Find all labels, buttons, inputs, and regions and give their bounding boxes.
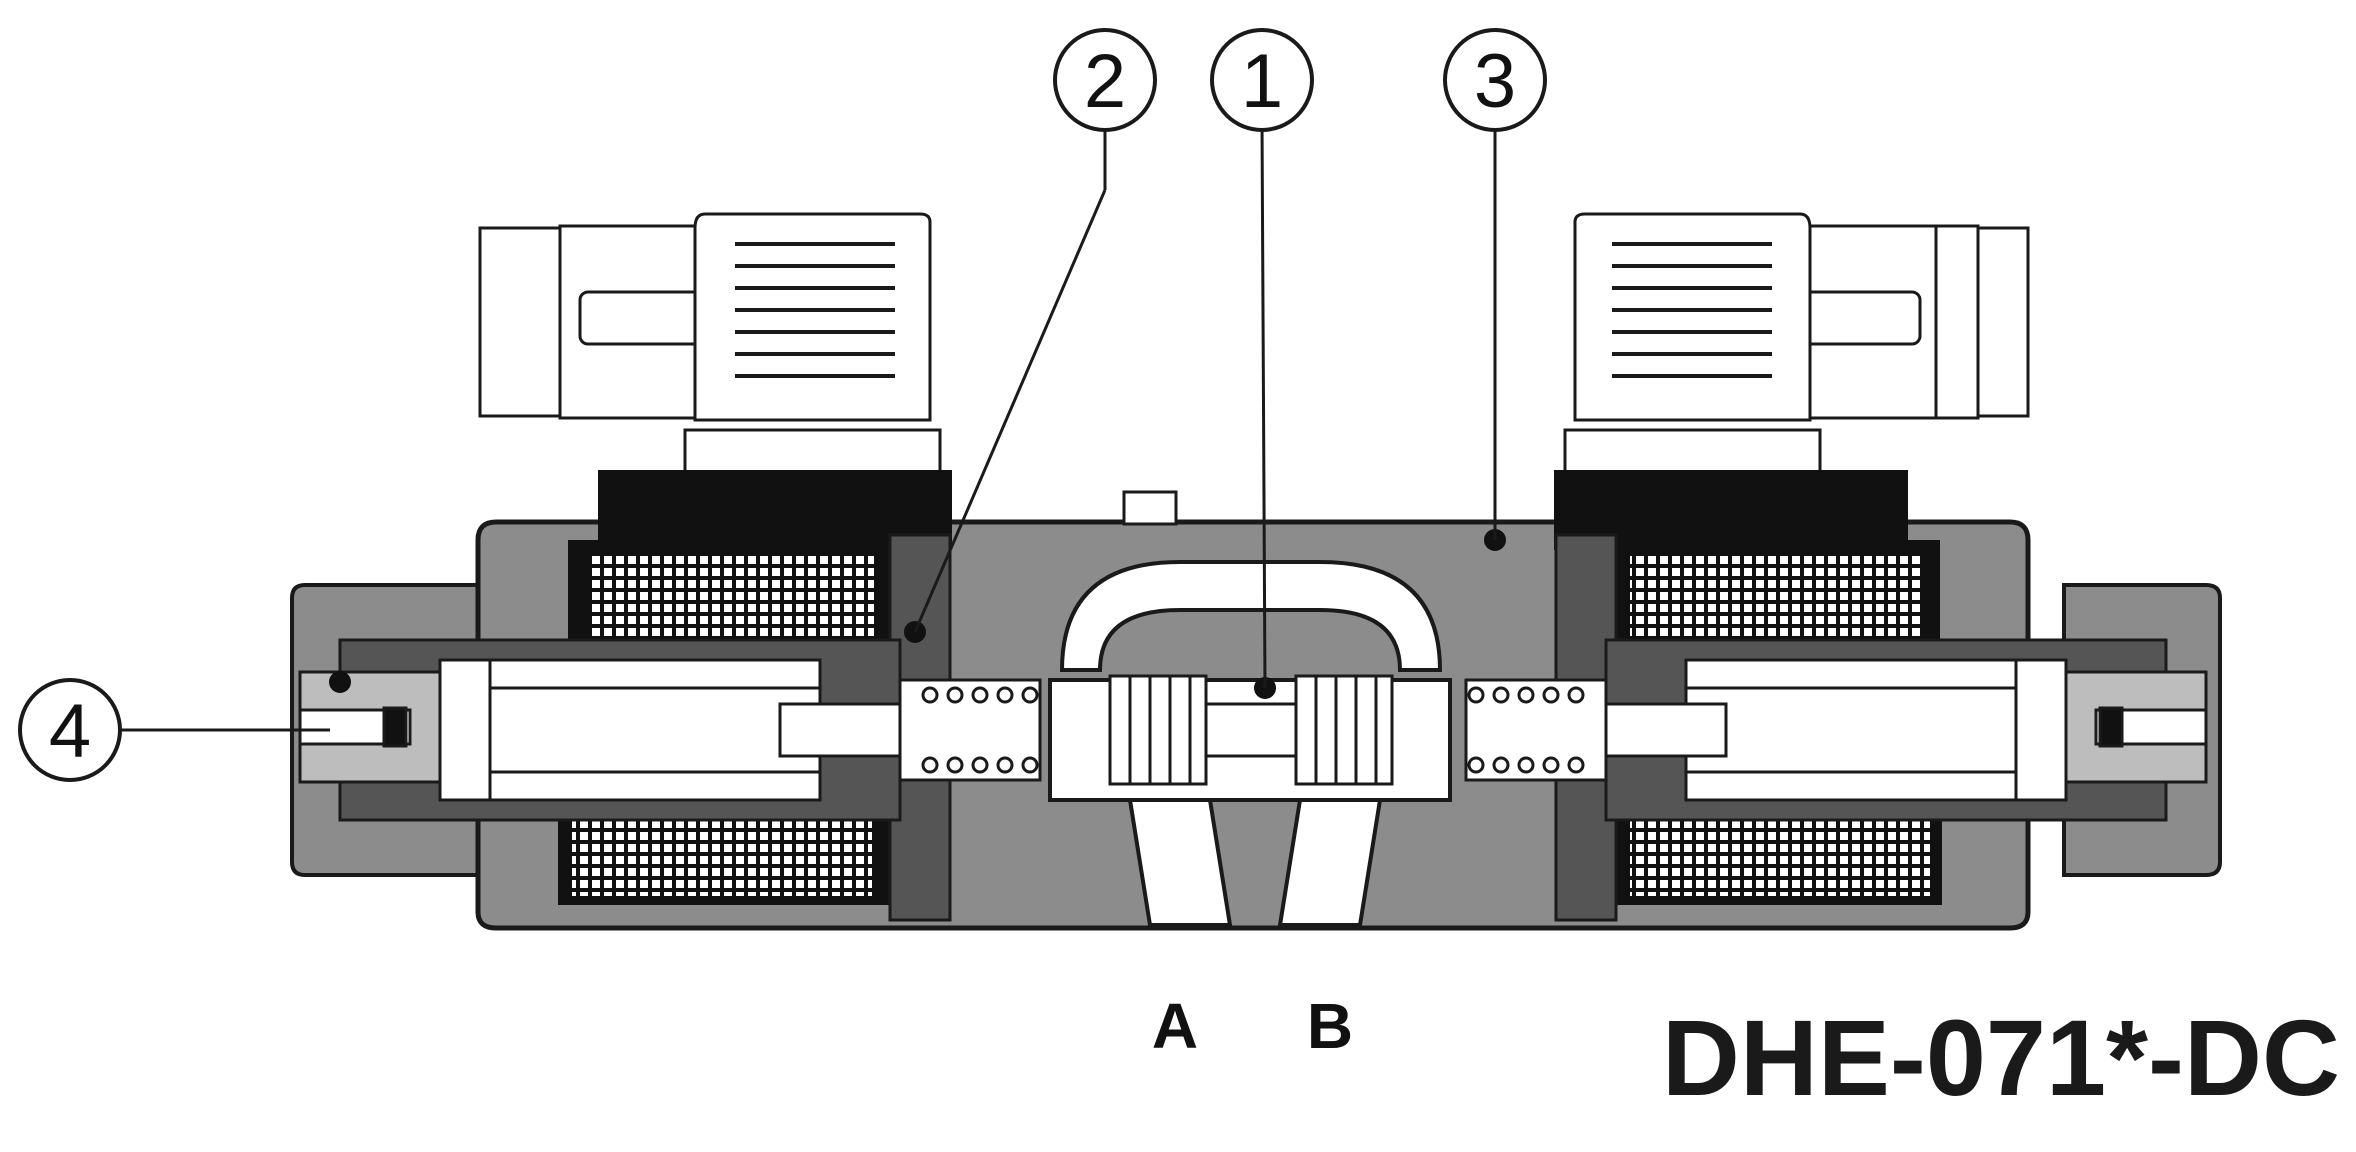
right-spring <box>1464 678 1608 782</box>
right-connector-plug <box>1563 212 2030 474</box>
callout-1: 1 <box>1210 28 1314 132</box>
spool <box>1108 674 1394 786</box>
callout-leaders <box>120 121 1497 732</box>
callout-3-label: 3 <box>1474 39 1516 124</box>
left-armature-tube <box>298 638 1042 822</box>
port-b-label: B <box>1307 990 1353 1062</box>
model-label: DHE-071*-DC <box>1662 997 2340 1118</box>
callout-2: 2 <box>1053 28 1157 132</box>
left-solenoid-coil <box>558 470 952 922</box>
left-connector-plug <box>478 212 942 474</box>
right-connector-grille <box>1612 242 1772 378</box>
callout-4: 4 <box>18 678 122 782</box>
callout-3: 3 <box>1443 28 1547 132</box>
left-spring <box>898 678 1042 782</box>
callout-4-label: 4 <box>49 689 91 774</box>
callout-1-label: 1 <box>1241 39 1283 124</box>
right-solenoid-coil <box>1554 470 1942 922</box>
port-a-label: A <box>1152 990 1198 1062</box>
left-connector-grille <box>735 242 895 378</box>
callout-2-label: 2 <box>1084 39 1126 124</box>
